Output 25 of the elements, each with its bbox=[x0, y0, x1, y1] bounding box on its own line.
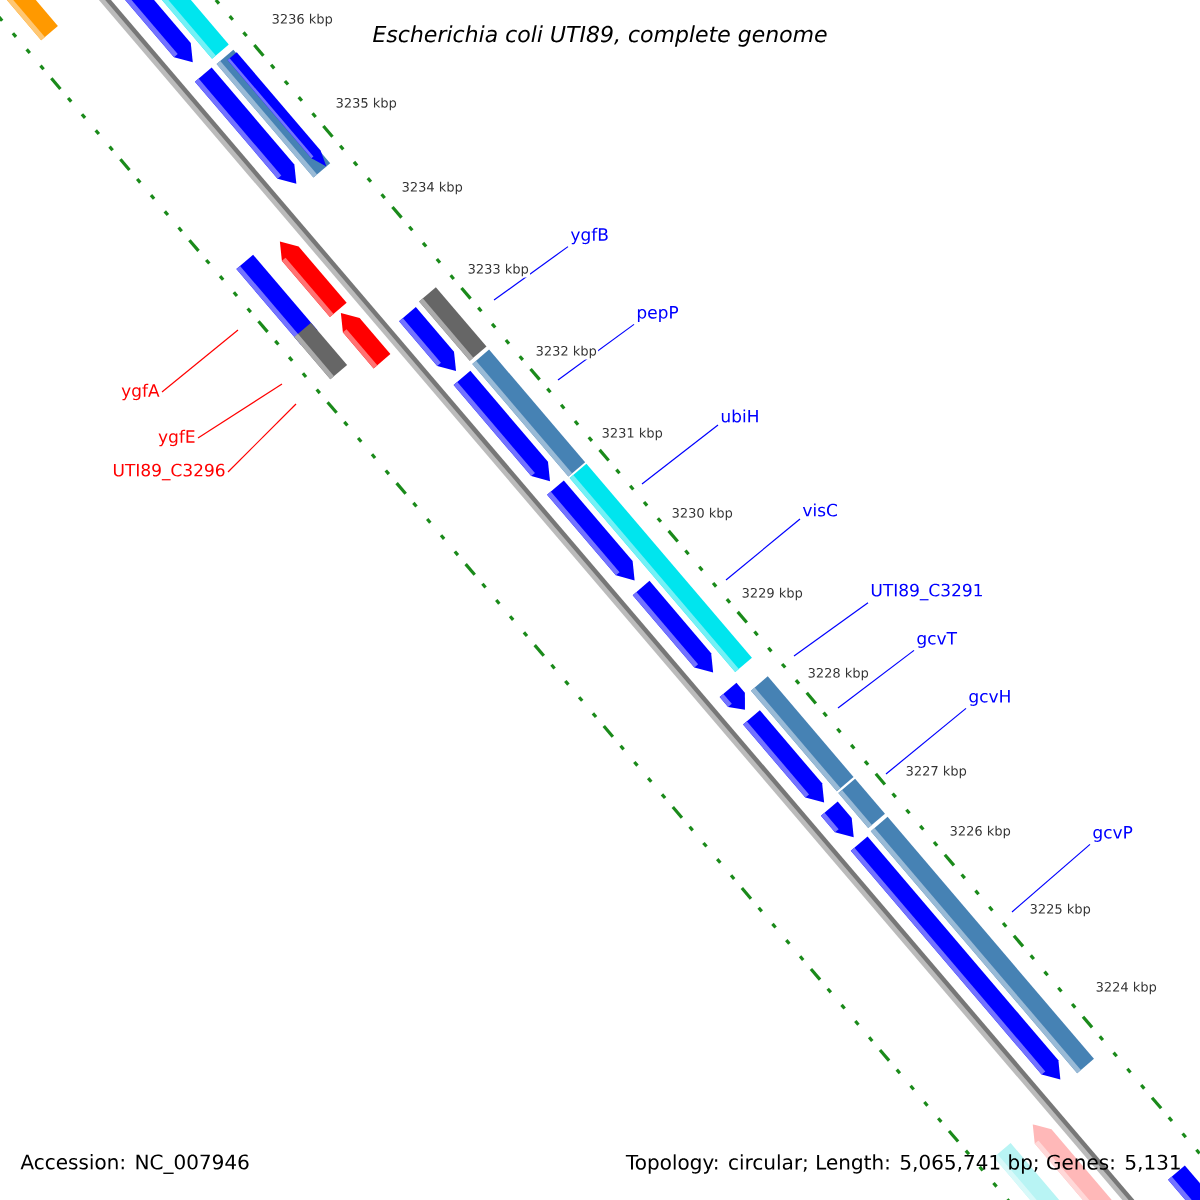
leader-line bbox=[557, 323, 635, 381]
leader-line bbox=[885, 707, 967, 775]
gene-label: gcvH bbox=[969, 690, 1010, 706]
leader-line bbox=[1011, 843, 1091, 913]
leader-line bbox=[725, 518, 801, 581]
gene-label: gcvP bbox=[1093, 826, 1133, 842]
gene-label: UTI89_C3291 bbox=[871, 583, 982, 601]
footer-text: Topology: circular; Length: 5,065,741 bp; Genes: 5,131 bbox=[625, 1154, 1180, 1174]
gene-label: ygfB bbox=[570, 227, 608, 245]
gene-label: UTI89_C3296 bbox=[113, 463, 225, 481]
leader-line bbox=[641, 424, 719, 485]
leader-line bbox=[493, 246, 569, 301]
footer-text: Accession: NC_007946 bbox=[20, 1154, 249, 1174]
leader-line bbox=[227, 403, 297, 473]
gene-label: visC bbox=[802, 503, 837, 517]
leader-line bbox=[161, 329, 239, 393]
leader-line bbox=[837, 649, 915, 709]
title: Escherichia coli UTI89, complete genome bbox=[373, 25, 827, 47]
gene-label: gcvT bbox=[917, 632, 958, 648]
gene-label: ygfA bbox=[121, 383, 160, 401]
gene-label: ygfE bbox=[158, 429, 195, 447]
leader-line bbox=[197, 383, 283, 439]
gene-label: ubiH bbox=[721, 409, 758, 423]
leader-line bbox=[793, 602, 869, 657]
gene-label: pepP bbox=[637, 306, 679, 322]
